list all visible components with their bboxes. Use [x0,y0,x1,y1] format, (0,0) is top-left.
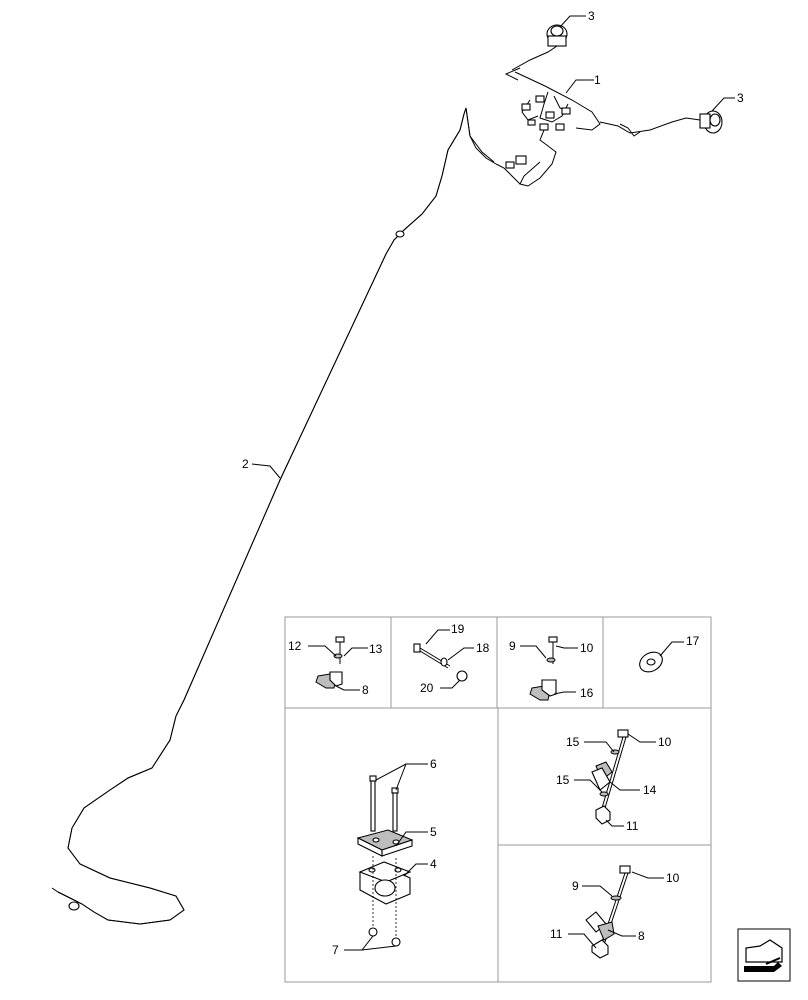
label-15-a: 15 [566,735,580,749]
label-18: 18 [476,641,490,655]
panel-bracket-assembly-a [574,729,656,827]
label-5: 5 [430,825,437,839]
label-12: 12 [288,639,302,653]
label-17: 17 [686,634,700,648]
harness-assembly [469,24,723,187]
label-10-a: 10 [580,641,594,655]
label-9-a: 9 [509,639,516,653]
callout-3-right: 3 [737,91,744,105]
label-15-b: 15 [556,773,570,787]
label-11-b: 11 [550,927,563,941]
next-page-arrow-icon[interactable] [737,928,791,982]
callout-3-top: 3 [588,9,595,23]
label-11-a: 11 [626,819,639,833]
panel-grommet [639,641,684,673]
callout-1: 1 [594,73,601,87]
label-10-c: 10 [666,871,680,885]
label-19: 19 [451,622,465,636]
label-4: 4 [430,857,437,871]
label-8-a: 8 [362,683,369,697]
label-7: 7 [332,943,339,957]
label-9-b: 9 [572,879,579,893]
label-13: 13 [369,642,383,656]
label-14: 14 [643,783,657,797]
callout-labels: 1 2 3 3 12 13 8 19 18 20 9 10 16 17 6 5 … [242,9,744,957]
panel-clamp-assembly [344,763,428,951]
panel-fastener-kit-c [520,636,578,701]
panel-fastener-kit-b [413,629,474,689]
long-harness [51,107,495,925]
panel-fastener-kit-a [308,636,368,691]
callout-2: 2 [242,457,249,471]
callout-leaders [251,15,735,479]
detail-panels [284,616,791,983]
label-8-b: 8 [638,929,645,943]
label-16: 16 [580,686,594,700]
label-10-b: 10 [658,735,672,749]
label-6: 6 [430,757,437,771]
label-20: 20 [420,681,434,695]
panel-bracket-assembly-b [568,865,664,959]
